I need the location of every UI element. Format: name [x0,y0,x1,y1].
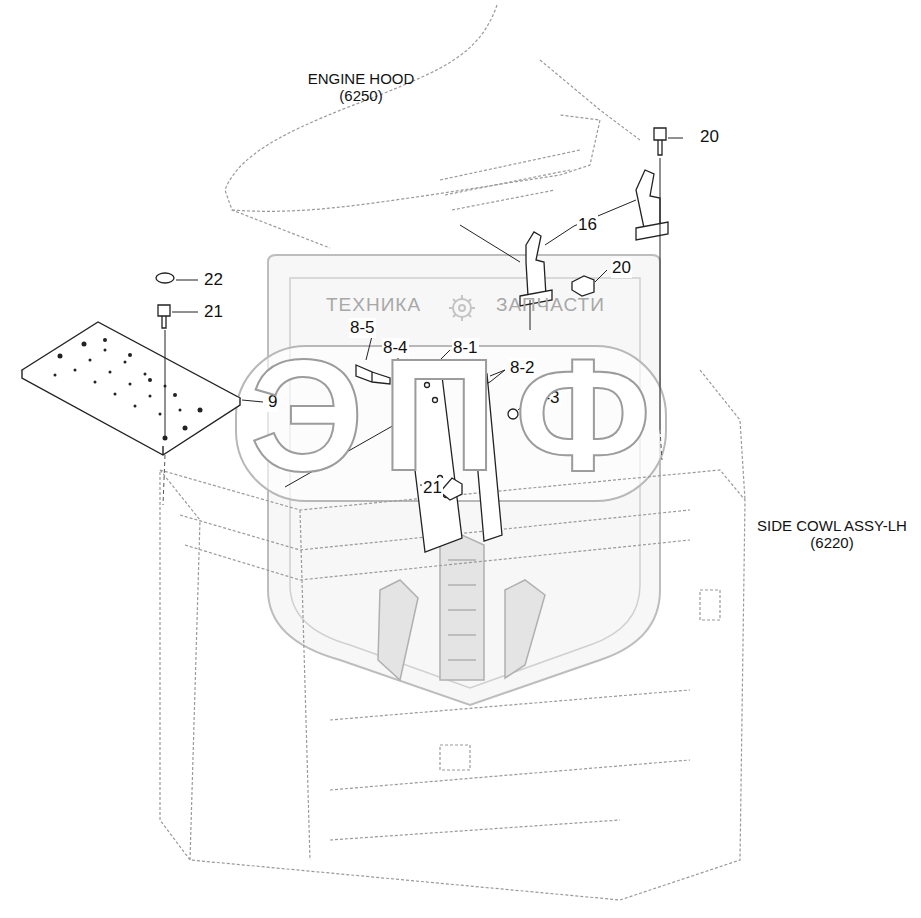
callout-number: 21 [422,478,443,498]
part-name: ENGINE HOOD (6250) [300,70,422,105]
watermark-text: ЗАПЧАСТИ [496,294,605,316]
step-plate-holes [54,338,203,441]
callout-number: 22 [203,270,224,290]
callout-number: 20 [699,127,720,147]
engine-hood-outline [225,5,640,248]
callout-number: 20 [611,258,632,278]
watermark-bolts [378,535,545,680]
watermark-logo: ЭПФ [250,335,660,495]
hood-latches [156,128,668,328]
callout-number: 16 [577,215,598,235]
callout-number: 21 [203,302,224,322]
watermark-text: ТЕХНИКА [326,294,421,316]
part-name: SIDE COWL ASSY-LH (6220) [752,517,912,552]
step-plate [22,322,240,455]
watermark-gear [449,295,475,321]
